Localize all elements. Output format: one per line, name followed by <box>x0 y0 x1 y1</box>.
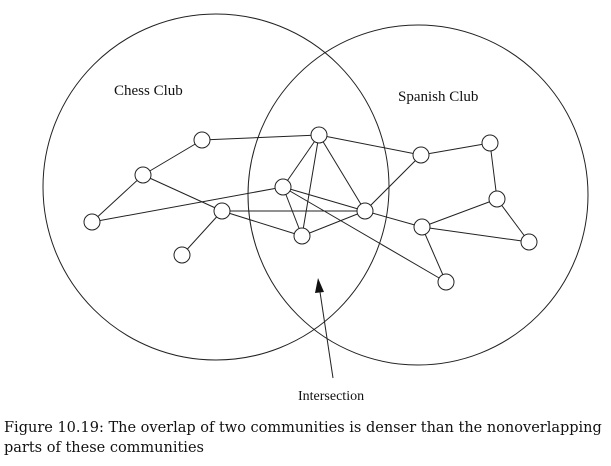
node-n12 <box>413 218 431 236</box>
chess-club-label: Chess Club <box>114 83 183 99</box>
node-n15 <box>437 273 455 291</box>
community-overlap-diagram: Chess Club Spanish Club Intersection <box>42 13 589 404</box>
edge-n3-n7 <box>91 186 284 223</box>
node-n6 <box>310 126 328 144</box>
node-n4 <box>213 202 231 220</box>
spanish-club-label: Spanish Club <box>398 89 478 105</box>
edge-n9-n10 <box>364 154 422 212</box>
node-n3 <box>83 213 101 231</box>
chess-club-circle <box>42 13 390 361</box>
edge-n10-n11 <box>420 142 491 156</box>
intersection-arrow <box>315 278 334 379</box>
spanish-club-circle <box>247 24 589 366</box>
node-n1 <box>193 131 211 149</box>
node-n14 <box>520 233 538 251</box>
edge-n12-n14 <box>421 226 530 243</box>
edge-n6-n7 <box>282 134 320 188</box>
edge-n6-n10 <box>318 134 422 156</box>
edge-n7-n9 <box>282 186 366 212</box>
edge-n2-n4 <box>142 174 223 212</box>
intersection-arrow-line <box>319 291 334 379</box>
node-n10 <box>412 146 430 164</box>
edge-n6-n9 <box>318 134 366 212</box>
node-n5 <box>173 246 191 264</box>
node-n7 <box>274 178 292 196</box>
edge-n7-n15 <box>282 186 447 283</box>
nodes <box>83 126 538 291</box>
edge-n1-n6 <box>201 134 320 141</box>
edges <box>91 134 530 283</box>
node-n9 <box>356 202 374 220</box>
figure-caption: Figure 10.19: The overlap of two communi… <box>4 420 602 456</box>
node-n13 <box>488 190 506 208</box>
edge-n8-n9 <box>301 210 366 237</box>
intersection-label: Intersection <box>298 389 364 404</box>
edge-n13-n14 <box>496 198 530 243</box>
edge-n7-n8 <box>282 186 303 237</box>
edge-n9-n12 <box>364 210 423 228</box>
edge-n1-n2 <box>142 139 203 176</box>
edge-n11-n13 <box>489 142 498 200</box>
node-n11 <box>481 134 499 152</box>
node-n8 <box>293 227 311 245</box>
edge-n12-n15 <box>421 226 447 283</box>
edge-n2-n3 <box>91 174 144 223</box>
node-n2 <box>134 166 152 184</box>
edge-n12-n13 <box>421 198 498 228</box>
edge-n4-n8 <box>221 210 303 237</box>
edge-n6-n8 <box>301 134 320 237</box>
intersection-arrow-head <box>315 278 324 293</box>
edge-n4-n5 <box>181 210 223 256</box>
